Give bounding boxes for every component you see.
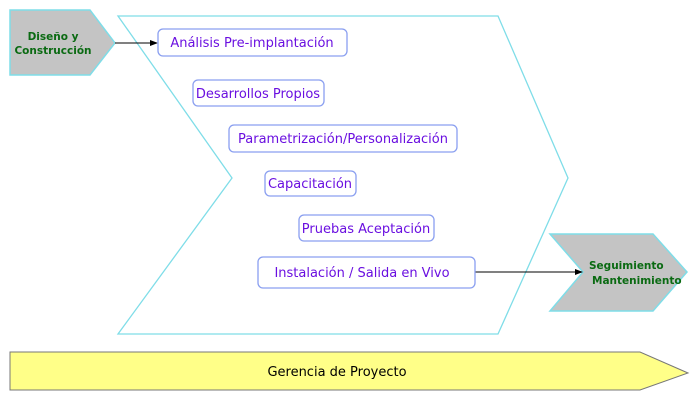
stage-label-line1: Seguimiento [589, 260, 664, 272]
step-development: Desarrollos Propios [192, 79, 325, 107]
project-management-bar: Gerencia de Proyecto [9, 351, 690, 391]
stage-label-line2: Mantenimiento [592, 275, 682, 287]
step-analysis: Análisis Pre-implantación [157, 28, 348, 57]
step-label: Desarrollos Propios [196, 87, 320, 102]
maintenance-stage: Seguimiento Mantenimiento [548, 233, 689, 312]
step-label: Análisis Pre-implantación [170, 36, 333, 51]
bar-label: Gerencia de Proyecto [267, 365, 406, 380]
step-label: Instalación / Salida en Vivo [274, 266, 449, 281]
step-training: Capacitación [264, 170, 357, 197]
step-acceptance-tests: Pruebas Aceptación [298, 214, 435, 242]
step-label: Capacitación [268, 177, 352, 192]
stage-label-line1: Diseño y [28, 31, 79, 43]
step-parametrization: Parametrización/Personalización [228, 124, 458, 153]
step-label: Parametrización/Personalización [238, 132, 448, 147]
design-construction-stage: Diseño y Construcción [9, 9, 116, 76]
stage-label-line2: Construcción [14, 45, 91, 57]
step-go-live: Instalación / Salida en Vivo [257, 256, 476, 289]
step-label: Pruebas Aceptación [302, 222, 430, 237]
